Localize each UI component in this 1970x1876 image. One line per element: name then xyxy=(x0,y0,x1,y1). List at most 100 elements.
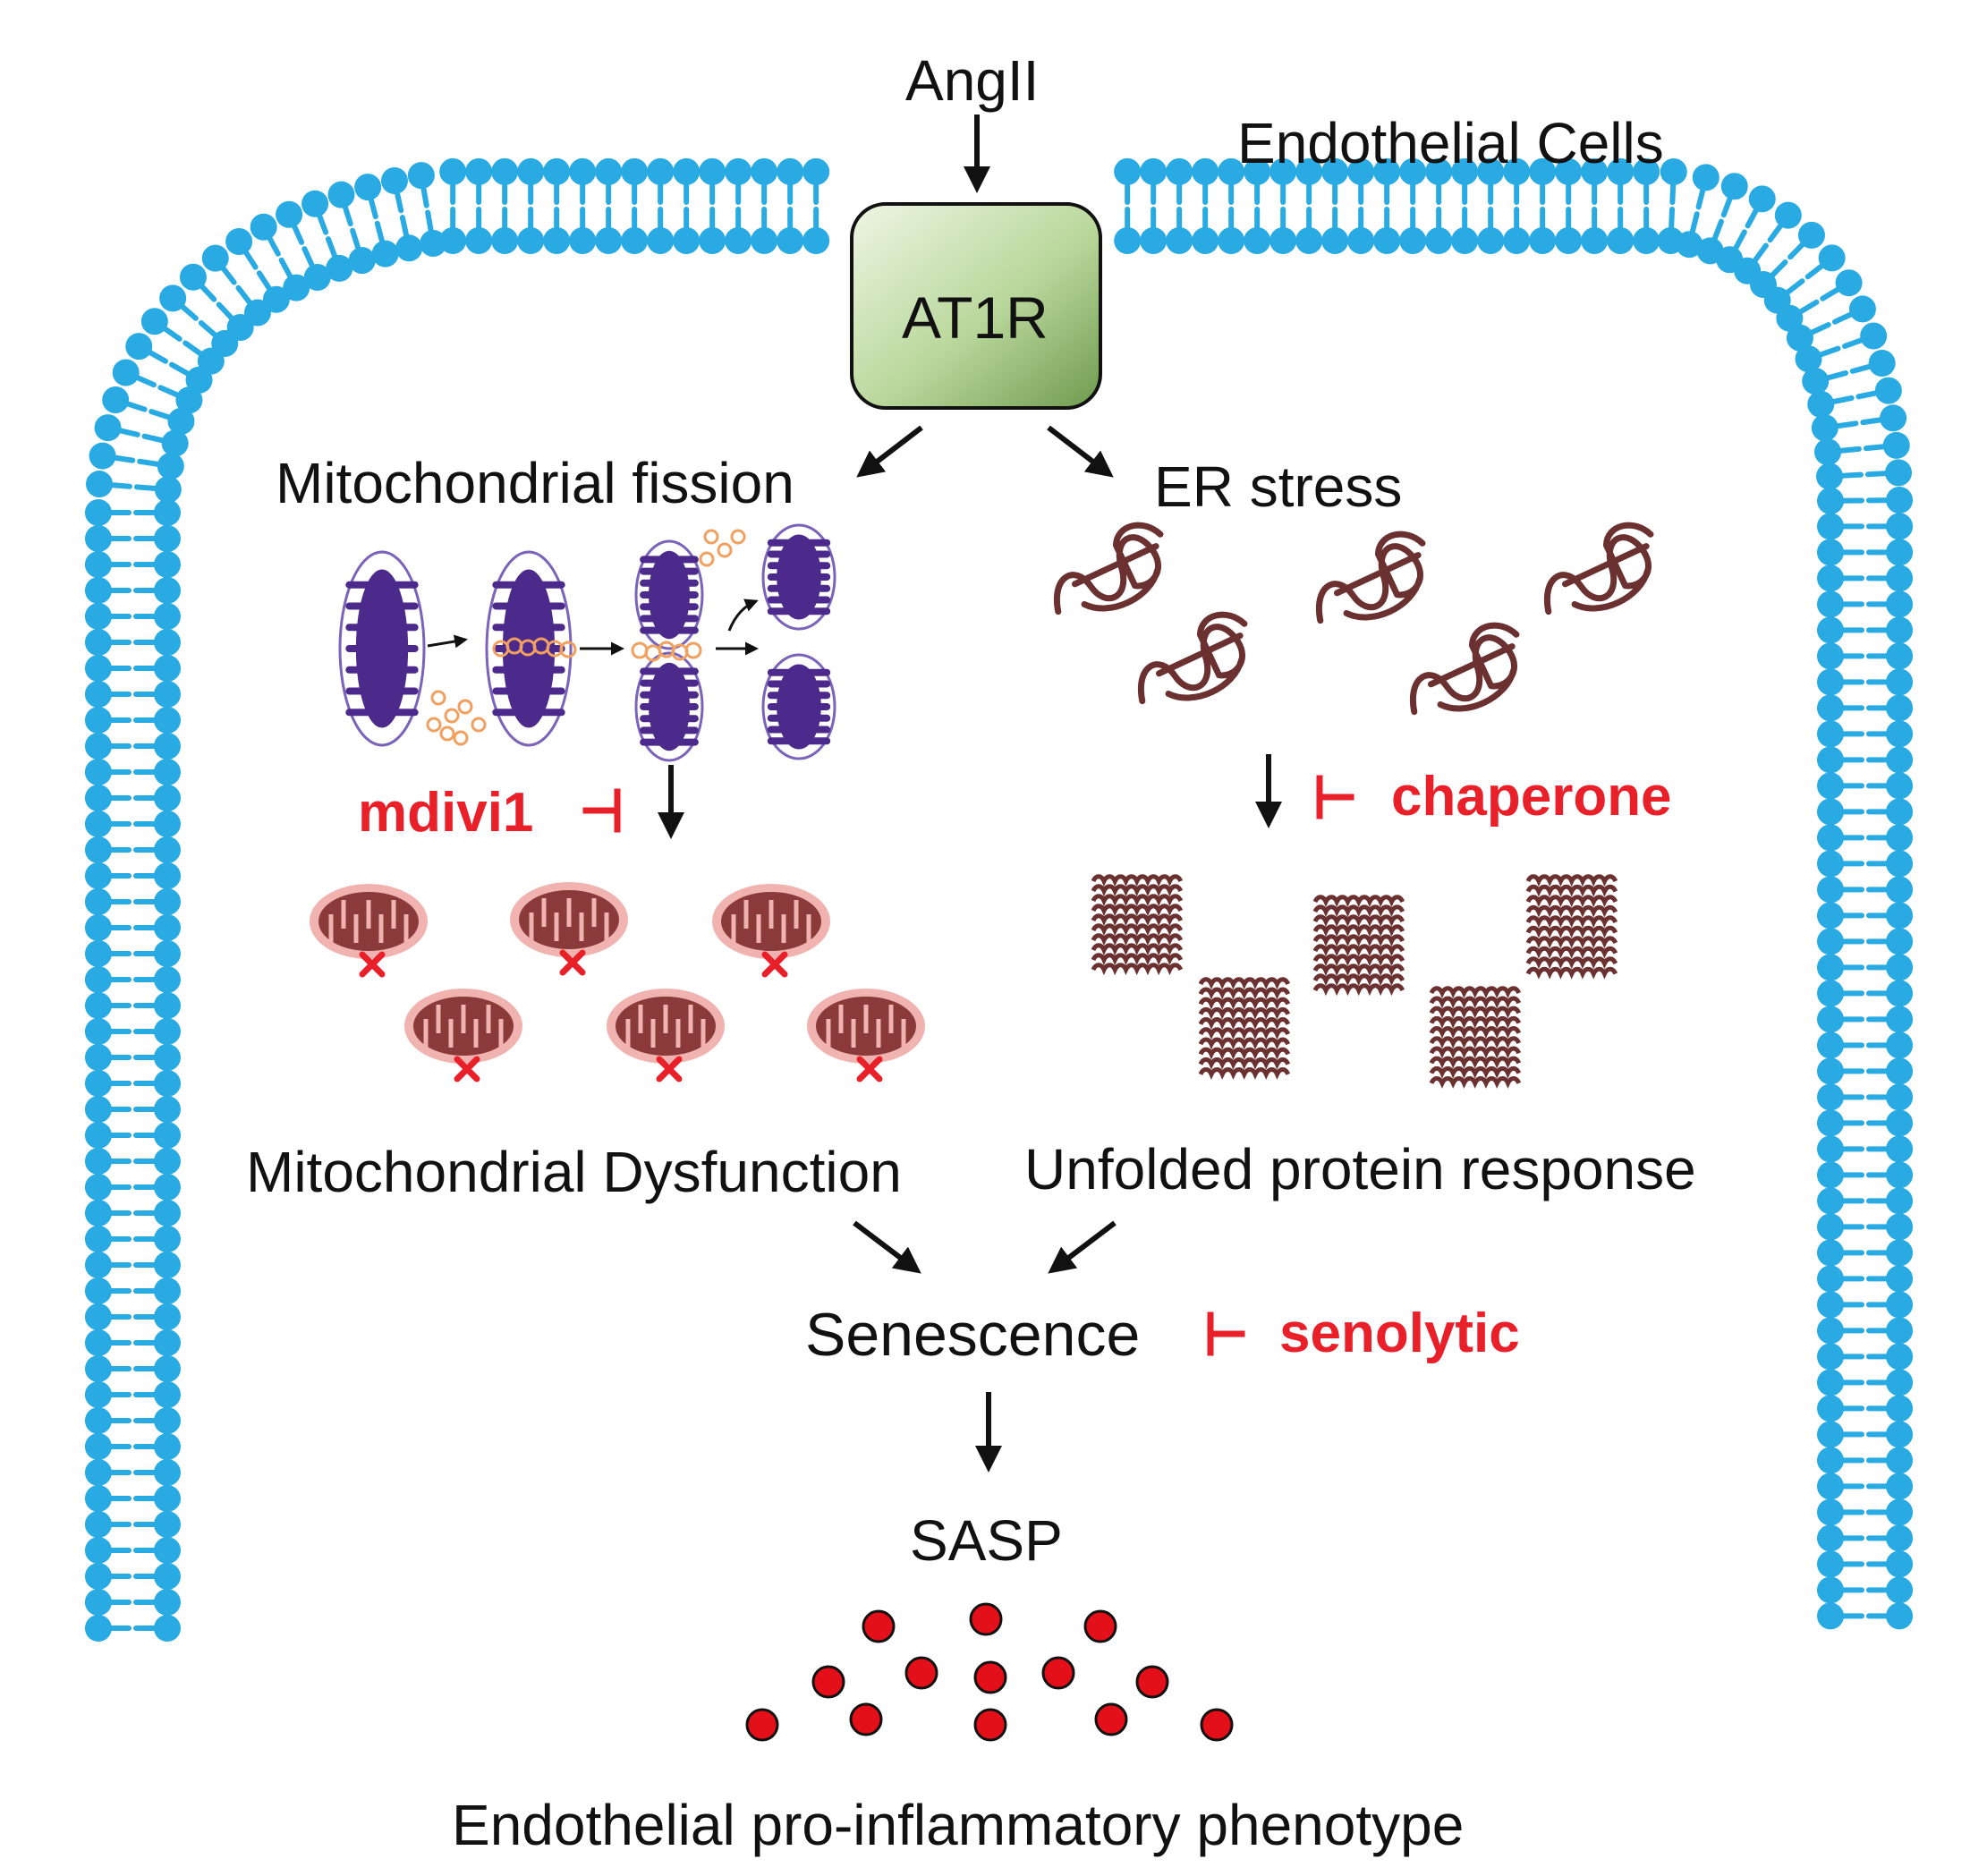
inhibit-bar-icon xyxy=(1207,1312,1245,1356)
fission-protein xyxy=(457,699,473,715)
lipid-unit xyxy=(102,386,195,435)
lipid-unit xyxy=(1817,539,1914,566)
lipid-unit xyxy=(1503,157,1531,254)
lipid-unit xyxy=(1786,295,1876,352)
lipid-unit xyxy=(84,1122,182,1149)
aggregated-protein-icon xyxy=(1525,874,1618,980)
lipid-unit xyxy=(1633,157,1660,254)
lipid-unit xyxy=(1817,1602,1914,1630)
lipid-unit xyxy=(1295,157,1323,254)
lipid-unit xyxy=(84,992,182,1019)
lipid-unit xyxy=(179,263,254,341)
lipid-unit xyxy=(1749,221,1825,298)
lipid-unit xyxy=(250,213,310,301)
lipid-unit xyxy=(1321,157,1349,254)
lipid-unit xyxy=(1817,902,1914,930)
cross-icon xyxy=(454,1056,480,1082)
arrow-icon xyxy=(427,634,468,649)
lipid-unit xyxy=(1817,1550,1914,1578)
endothelial-cells-label: Endothelial Cells xyxy=(1237,111,1664,175)
fission-protein xyxy=(631,641,649,659)
lipid-unit xyxy=(1776,269,1863,332)
mitochondrion-icon xyxy=(634,651,704,762)
unfolded-protein-icon xyxy=(1315,531,1426,624)
lipid-unit xyxy=(1477,157,1505,254)
lipid-unit xyxy=(84,1018,182,1045)
sasp-factor-icon xyxy=(904,1656,938,1690)
inhibit-bar-icon xyxy=(1316,775,1354,819)
lipid-unit xyxy=(112,359,203,414)
lipid-unit xyxy=(84,1174,182,1201)
arrow-down-icon xyxy=(853,1220,921,1274)
phenotype-label: Endothelial pro-inflammatory phenotype xyxy=(452,1793,1465,1857)
lipid-unit xyxy=(84,603,181,630)
lipid-unit xyxy=(1817,876,1914,904)
arrow-down-icon xyxy=(1048,1220,1117,1274)
lipid-unit xyxy=(595,157,623,254)
lipid-unit xyxy=(84,629,181,656)
fission-protein xyxy=(471,717,487,733)
damaged-mitochondrion-icon xyxy=(712,884,830,978)
lipid-unit xyxy=(1607,157,1635,254)
lipid-unit xyxy=(1811,404,1907,442)
senescence-label: Senescence xyxy=(805,1301,1141,1369)
unfolded-protein-icon xyxy=(1543,522,1654,615)
lipid-unit xyxy=(84,1070,182,1097)
lipid-unit xyxy=(1817,1187,1914,1215)
cross-icon xyxy=(559,949,586,976)
lipid-unit xyxy=(1817,928,1914,955)
lipid-unit xyxy=(84,836,182,863)
fission-protein xyxy=(684,641,702,659)
sasp-factor-icon xyxy=(973,1660,1007,1694)
lipid-unit xyxy=(1817,1395,1914,1422)
lipid-unit xyxy=(84,1381,182,1408)
lipid-unit xyxy=(777,157,804,254)
lipid-unit xyxy=(1795,322,1888,373)
lipid-unit xyxy=(491,157,519,254)
lipid-unit xyxy=(439,157,467,254)
damaged-mitochondrion-icon xyxy=(807,989,925,1082)
lipid-unit xyxy=(1817,564,1914,592)
at1r-receptor-box xyxy=(850,202,1102,410)
fission-protein xyxy=(444,708,460,724)
lipid-unit xyxy=(1817,668,1914,696)
lipid-unit xyxy=(1269,157,1297,254)
senolytic-label: senolytic xyxy=(1279,1303,1520,1364)
lipid-unit xyxy=(802,157,830,254)
fission-protein xyxy=(559,641,577,658)
lipid-unit xyxy=(725,157,752,254)
lipid-unit xyxy=(84,888,182,915)
mitochondrion-icon xyxy=(634,539,704,650)
lipid-unit xyxy=(1817,1447,1914,1474)
mitochondrial-dysfunction-label: Mitochondrial Dysfunction xyxy=(246,1140,902,1204)
lipid-unit xyxy=(1807,377,1902,418)
lipid-unit xyxy=(751,157,778,254)
lipid-unit xyxy=(1581,157,1609,254)
lipid-unit xyxy=(84,759,182,785)
lipid-unit xyxy=(1817,1317,1914,1345)
aggregated-protein-icon xyxy=(1091,874,1184,976)
lipid-unit xyxy=(1816,486,1914,514)
lipid-unit xyxy=(1817,850,1914,878)
damaged-mitochondrion-icon xyxy=(310,884,428,978)
lipid-unit xyxy=(1817,1473,1914,1500)
lipid-unit xyxy=(1347,157,1375,254)
lipid-unit xyxy=(84,1303,182,1330)
lipid-unit xyxy=(1763,244,1846,314)
lipid-unit xyxy=(1817,1135,1914,1163)
lipid-unit xyxy=(84,655,182,682)
lipid-unit xyxy=(84,577,181,604)
sasp-factor-icon xyxy=(1094,1702,1128,1736)
unfolded-proteins xyxy=(1053,522,1654,716)
lipid-unit xyxy=(84,1563,182,1590)
lipid-unit xyxy=(1166,157,1193,254)
at1r-label: AT1R xyxy=(902,284,1049,351)
unfolded-protein-icon xyxy=(1409,622,1520,716)
lipid-unit xyxy=(1817,1006,1914,1033)
lipid-unit xyxy=(1529,157,1557,254)
lipid-unit xyxy=(84,1200,182,1227)
lipid-unit xyxy=(84,1537,182,1564)
lipid-unit xyxy=(569,157,597,254)
fission-protein xyxy=(430,690,446,706)
